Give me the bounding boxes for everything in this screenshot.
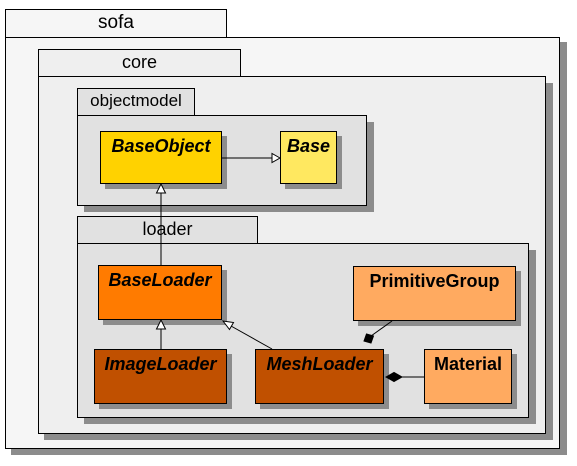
class-label-meshloader: MeshLoader	[266, 354, 373, 374]
package-label-loader: loader	[142, 219, 193, 239]
class-material[interactable]: Material	[424, 349, 512, 404]
package-label-objectmodel: objectmodel	[90, 91, 182, 110]
class-base[interactable]: Base	[280, 131, 337, 184]
class-label-baseobject: BaseObject	[111, 136, 211, 156]
class-label-material: Material	[433, 354, 503, 374]
package-tab-sofa: sofa	[5, 9, 227, 39]
class-label-baseloader: BaseLoader	[108, 270, 212, 290]
class-imageloader[interactable]: ImageLoader	[94, 349, 227, 404]
class-primitivegroup[interactable]: PrimitiveGroup	[353, 266, 516, 321]
package-label-core: core	[121, 52, 157, 72]
package-tab-objectmodel: objectmodel	[77, 88, 195, 117]
package-tab-loader: loader	[77, 216, 258, 245]
class-label-imageloader: ImageLoader	[104, 354, 217, 374]
package-label-sofa: sofa	[98, 12, 134, 33]
package-tab-core: core	[38, 49, 241, 78]
class-meshloader[interactable]: MeshLoader	[255, 349, 384, 404]
class-label-primitivegroup: PrimitiveGroup	[369, 271, 500, 291]
class-baseloader[interactable]: BaseLoader	[98, 265, 222, 320]
class-baseobject[interactable]: BaseObject	[100, 131, 222, 184]
class-label-base: Base	[286, 136, 331, 156]
